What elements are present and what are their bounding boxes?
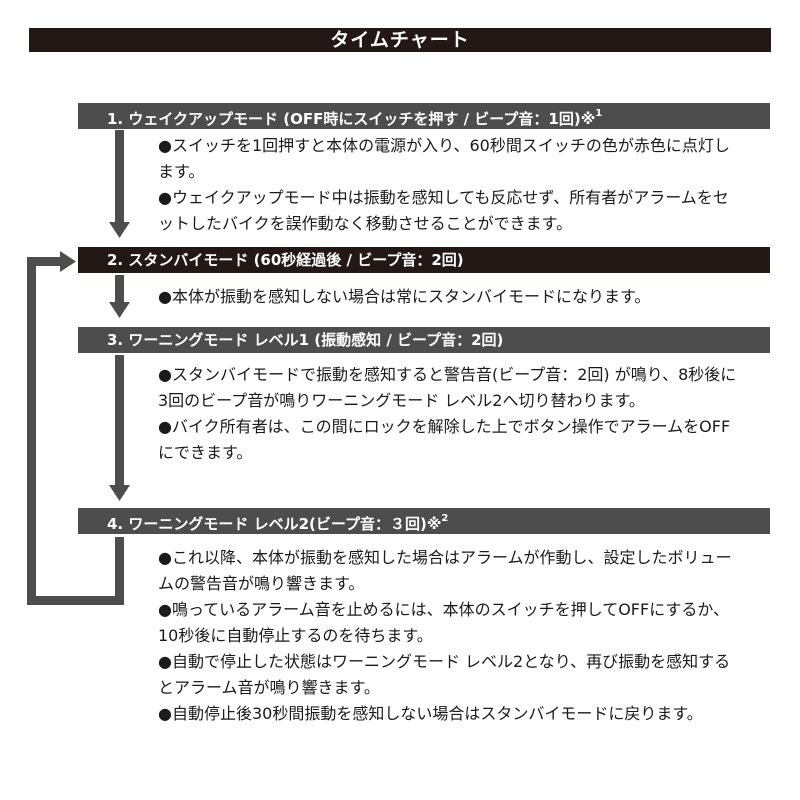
step-2-header: 2. スタンバイモード (60秒経過後 / ビープ音：2回): [78, 247, 770, 273]
step-4-bullet: ●自動停止後30秒間振動を感知しない場合はスタンバイモードに戻ります。: [158, 704, 703, 723]
step-2-header-label: 2. スタンバイモード (60秒経過後 / ビープ音：2回): [107, 251, 464, 269]
step-1-bullet: ●スイッチを1回押すと本体の電源が入り、60秒間スイッチの色が赤色に点灯します。: [158, 136, 730, 181]
step-4-bullet: ●これ以降、本体が振動を感知した場合はアラームが作動し、設定したボリュームの警告…: [158, 548, 732, 593]
step-1-note-marker: 1: [595, 108, 603, 119]
step-4-bullet: ●自動で停止した状態はワーニングモード レベル2となり、再び振動を感知するとアラ…: [158, 652, 731, 697]
step-4-header: 4. ワーニングモード レベル2(ビープ音：３回)※2: [78, 508, 770, 534]
step-1-header: 1. ウェイクアップモード (OFF時にスイッチを押す / ビープ音：1回)※1: [78, 103, 770, 129]
step-3-header-label: 3. ワーニングモード レベル1 (振動感知 / ビープ音：2回): [107, 331, 504, 349]
step-4-bullet: ●鳴っているアラーム音を止めるには、本体のスイッチを押してOFFにするか、10秒…: [158, 600, 730, 645]
arrow-step2-to-step3: [109, 275, 130, 318]
step-4-body: ●これ以降、本体が振動を感知した場合はアラームが作動し、設定したボリュームの警告…: [158, 545, 740, 727]
step-3-body: ●スタンバイモードで振動を感知すると警告音(ビープ音：2回) が鳴り、8秒後に3…: [158, 362, 740, 466]
step-4-header-label: 4. ワーニングモード レベル2(ビープ音：３回)※: [107, 515, 442, 533]
step-1-body: ●スイッチを1回押すと本体の電源が入り、60秒間スイッチの色が赤色に点灯します。…: [158, 133, 740, 237]
step-3-header: 3. ワーニングモード レベル1 (振動感知 / ビープ音：2回): [78, 327, 770, 353]
step-3-bullet: ●バイク所有者は、この間にロックを解除した上でボタン操作でアラームをOFFにでき…: [158, 417, 731, 462]
page-title: タイムチャート: [29, 28, 771, 52]
step-2-bullet: ●本体が振動を感知しない場合は常にスタンバイモードになります。: [158, 287, 651, 306]
step-1-header-label: 1. ウェイクアップモード (OFF時にスイッチを押す / ビープ音：1回)※: [107, 110, 596, 128]
arrow-step1-to-step2: [109, 130, 130, 238]
step-2-body: ●本体が振動を感知しない場合は常にスタンバイモードになります。: [158, 284, 740, 310]
step-4-note-marker: 2: [441, 513, 449, 524]
arrow-step3-to-step4: [109, 355, 130, 501]
step-3-bullet: ●スタンバイモードで振動を感知すると警告音(ビープ音：2回) が鳴り、8秒後に3…: [158, 365, 737, 410]
step-1-bullet: ●ウェイクアップモード中は振動を感知しても反応せず、所有者がアラームをセットした…: [158, 188, 729, 233]
loop-arrow-step4-to-step2: [27, 251, 124, 605]
